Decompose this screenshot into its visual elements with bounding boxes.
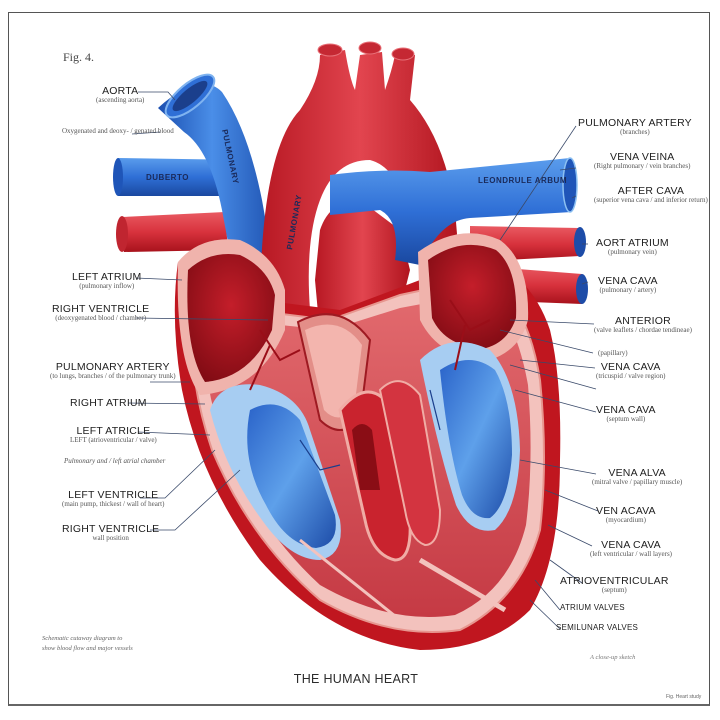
label-vena-cava-1: VENA CAVA (pulmonary / artery) bbox=[598, 275, 658, 295]
caption-note-left: Schematic cutaway diagram to show blood … bbox=[42, 635, 133, 652]
left-pulmonary-vein bbox=[122, 212, 228, 252]
label-right-ventricle-lower: RIGHT VENTRICLE wall position bbox=[62, 523, 160, 543]
left-branch-label: DUBERTO bbox=[146, 173, 189, 182]
label-aort-atrium: AORT ATRIUM (pulmonary vein) bbox=[596, 237, 669, 257]
label-left-ventricle: LEFT VENTRICLE (main pump, thickest / wa… bbox=[62, 489, 165, 509]
label-semilunar-valves: SEMILUNAR VALVES bbox=[556, 623, 639, 632]
label-vena-cava-2: VENA CAVA (tricuspid / valve region) bbox=[596, 361, 666, 381]
label-atrium-valves: ATRIUM VALVES bbox=[560, 603, 625, 612]
label-vena-cava-4: VENA CAVA (left ventricular / wall layer… bbox=[590, 539, 673, 559]
figure-number: Fig. 4. bbox=[63, 50, 95, 64]
label-anterior: ANTERIOR (valve leaflets / chordae tendi… bbox=[594, 315, 692, 335]
label-vena-veina: VENA VEINA (Right pulmonary / vein branc… bbox=[594, 151, 691, 171]
label-vena-alva: VENA ALVA (mitral valve / papillary musc… bbox=[592, 467, 683, 487]
label-after-cava: AFTER CAVA (superior vena cava / and inf… bbox=[594, 185, 708, 205]
diagram-title: THE HUMAN HEART bbox=[293, 672, 419, 686]
label-left-atricle: LEFT ATRICLE LEFT (atrioventricular / va… bbox=[70, 425, 157, 445]
label-aorta: AORTA (ascending aorta) bbox=[96, 85, 145, 105]
right-branch-label: LEONDRULE ARBUM bbox=[478, 176, 567, 185]
caption-note-right: A close-up sketch bbox=[590, 654, 636, 661]
label-right-ventricle-upper: RIGHT VENTRICLE (deoxygenated blood / ch… bbox=[52, 303, 150, 323]
label-pulmonary-artery-right: PULMONARY ARTERY (branches) bbox=[578, 117, 692, 137]
label-left-atrium: LEFT ATRIUM (pulmonary inflow) bbox=[72, 271, 142, 291]
label-right-atrium: RIGHT ATRIUM bbox=[70, 397, 147, 409]
label-atrioventricular: ATRIOVENTRICULAR (septum) bbox=[560, 575, 669, 595]
label-ven-acava: VEN ACAVA (myocardium) bbox=[596, 505, 656, 525]
label-vena-cava-3: VENA CAVA (septum wall) bbox=[596, 404, 656, 424]
label-papillary-note: (papillary) bbox=[598, 349, 628, 357]
label-pulmonary-chamber-note: Pulmonary and / left atrial chamber bbox=[64, 457, 166, 465]
label-pulmonary-artery-left: PULMONARY ARTERY (to lungs, branches / o… bbox=[50, 361, 176, 381]
label-oxygenated-blood: Oxygenated and deoxy- / genated blood bbox=[62, 127, 174, 135]
credit-text: Fig. Heart study bbox=[666, 694, 702, 700]
